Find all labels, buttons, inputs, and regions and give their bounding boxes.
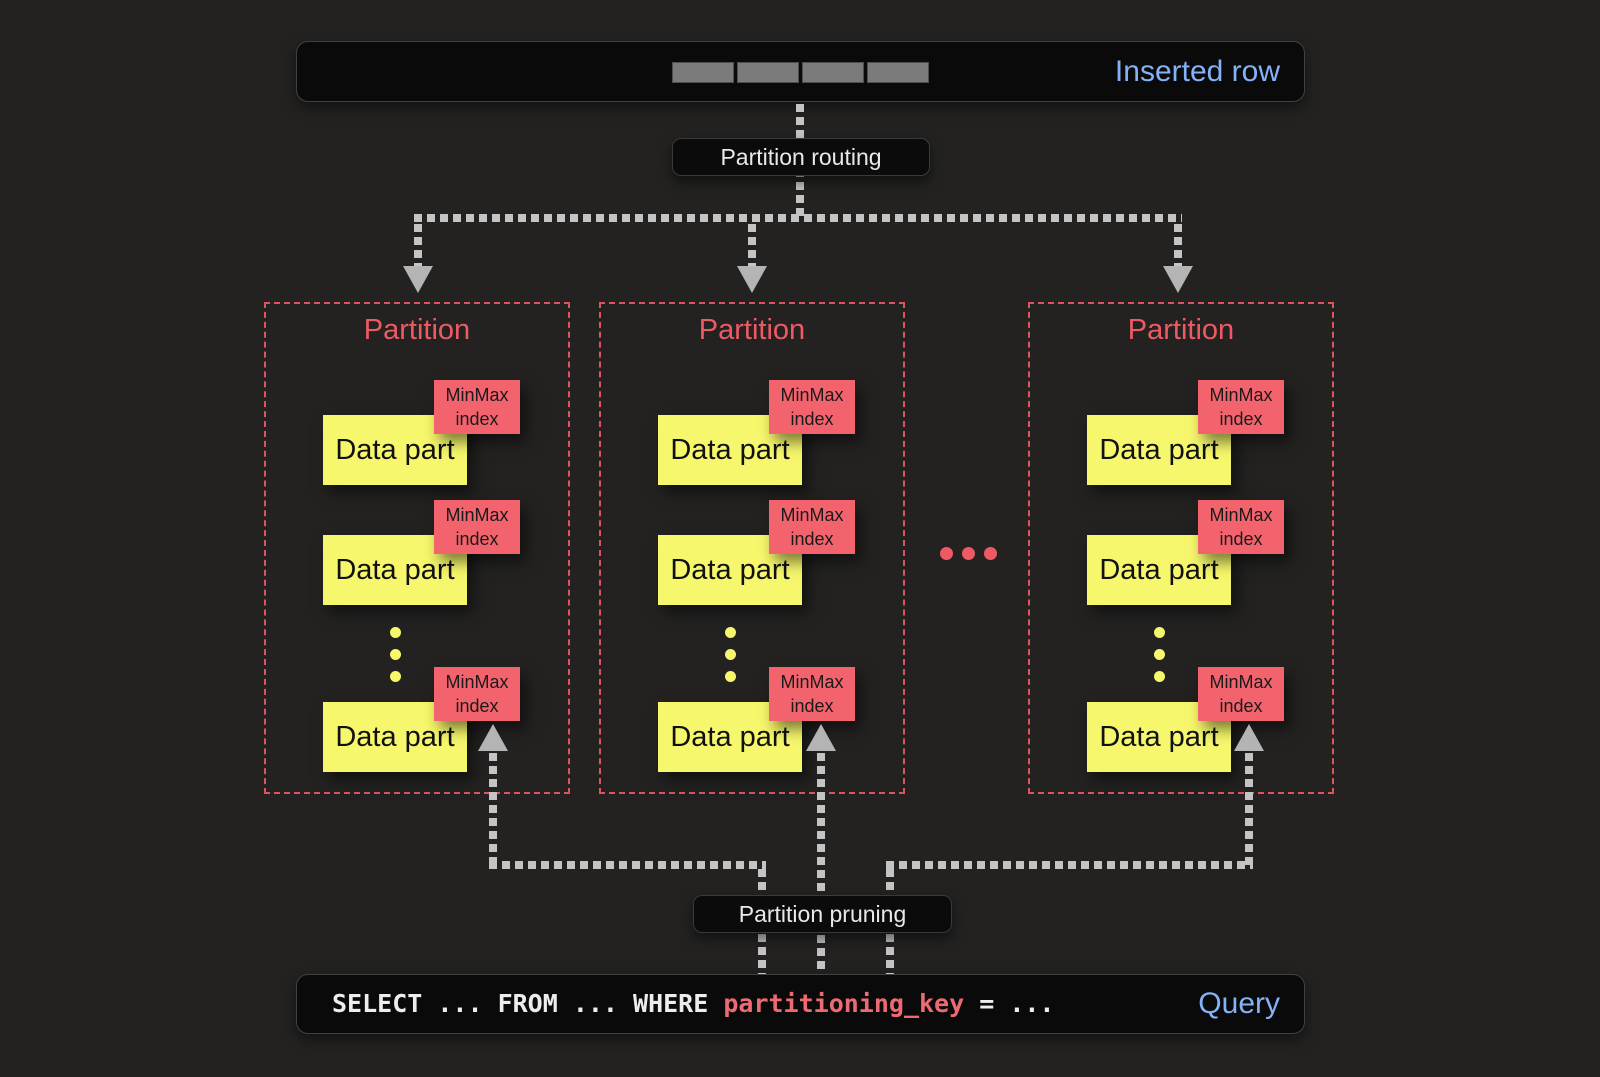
partition-title: Partition (363, 314, 471, 346)
vertical-ellipsis-dot (1154, 649, 1165, 660)
horizontal-ellipsis-dot (984, 547, 997, 560)
horizontal-ellipsis-dot (962, 547, 975, 560)
vertical-ellipsis-dot (1154, 671, 1165, 682)
minmax-index-tag: MinMax index (1198, 380, 1284, 434)
minmax-index-tag: MinMax index (434, 380, 520, 434)
inserted-row-label: Inserted row (1114, 55, 1280, 88)
vertical-ellipsis-dot (725, 671, 736, 682)
query-sql: SELECT ... FROM ... WHERE partitioning_k… (332, 974, 1054, 1034)
vertical-ellipsis-dot (725, 627, 736, 638)
minmax-index-tag: MinMax index (1198, 667, 1284, 721)
sql-text-before: SELECT ... FROM ... WHERE (332, 989, 724, 1018)
pruning-line-3-horizontal (886, 861, 1253, 869)
row-cell (672, 62, 734, 83)
partition-box-1: Partition MinMax index Data part MinMax … (264, 302, 570, 794)
pruning-line-1-horizontal (489, 861, 766, 869)
minmax-index-tag: MinMax index (434, 667, 520, 721)
data-part-box: Data part (1087, 535, 1231, 605)
arrow-down-icon (403, 266, 433, 293)
row-cell (802, 62, 864, 83)
partition-routing-label: Partition routing (672, 138, 930, 176)
minmax-index-tag: MinMax index (769, 667, 855, 721)
partition-box-2: Partition MinMax index Data part MinMax … (599, 302, 905, 794)
pruning-line-2 (817, 753, 825, 974)
query-label: Query (1198, 987, 1280, 1020)
minmax-index-tag: MinMax index (434, 500, 520, 554)
minmax-index-tag: MinMax index (769, 500, 855, 554)
pruning-line-1 (489, 753, 497, 869)
routing-drop-line-1 (414, 224, 422, 266)
row-cells (672, 62, 929, 83)
row-cell (867, 62, 929, 83)
arrow-down-icon (737, 266, 767, 293)
partition-box-3: Partition MinMax index Data part MinMax … (1028, 302, 1334, 794)
routing-drop-line-3 (1174, 224, 1182, 266)
data-part-box: Data part (323, 415, 467, 485)
arrow-up-icon (1234, 724, 1264, 751)
routing-drop-line-2 (748, 224, 756, 266)
inserted-row-box (296, 41, 1305, 102)
vertical-ellipsis-dot (725, 649, 736, 660)
arrow-down-icon (1163, 266, 1193, 293)
vertical-ellipsis-dot (390, 627, 401, 638)
routing-branch-line (414, 214, 1182, 222)
minmax-index-tag: MinMax index (769, 380, 855, 434)
vertical-ellipsis-dot (1154, 627, 1165, 638)
partition-title: Partition (698, 314, 806, 346)
query-box (296, 974, 1305, 1034)
partition-title: Partition (1127, 314, 1235, 346)
partitioning-key-highlight: partitioning_key (723, 989, 965, 1018)
partition-pruning-label: Partition pruning (693, 895, 952, 933)
vertical-ellipsis-dot (390, 649, 401, 660)
arrow-up-icon (806, 724, 836, 751)
vertical-ellipsis-dot (390, 671, 401, 682)
sql-text-after: = ... (964, 989, 1055, 1018)
arrow-up-icon (478, 724, 508, 751)
pruning-line-3 (1245, 753, 1253, 869)
minmax-index-tag: MinMax index (1198, 500, 1284, 554)
horizontal-ellipsis-dot (940, 547, 953, 560)
row-cell (737, 62, 799, 83)
